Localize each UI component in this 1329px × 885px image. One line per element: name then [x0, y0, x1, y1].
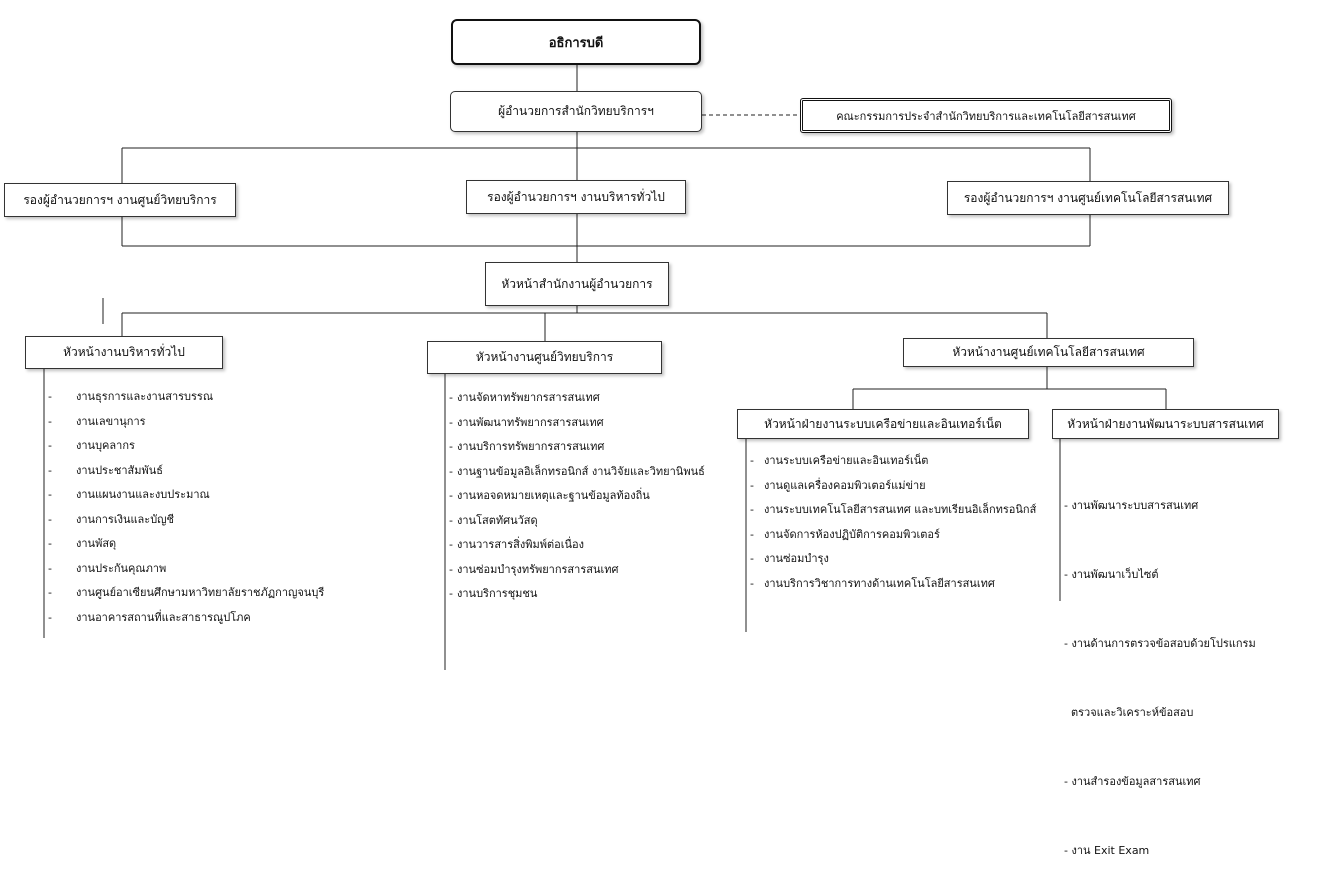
head-network-box: หัวหน้าฝ่ายงานระบบเครือข่ายและอินเทอร์เน…: [737, 409, 1029, 439]
head-infosys-label: หัวหน้าฝ่ายงานพัฒนาระบบสารสนเทศ: [1067, 416, 1264, 431]
list-item: -งานวารสารสิ่งพิมพ์ต่อเนื่อง: [449, 538, 584, 551]
list-item: -งานประกันคุณภาพ: [48, 561, 167, 575]
head-it-label: หัวหน้างานศูนย์เทคโนโลยีสารสนเทศ: [952, 345, 1145, 359]
president-box: อธิการบดี: [451, 19, 701, 65]
list-item: -งานโสตทัศนวัสดุ: [449, 513, 538, 527]
network-task-list: -งานระบบเครือข่ายและอินเทอร์เน็ต -งานดูแ…: [750, 449, 1036, 596]
list-item: - งานพัฒนาเว็บไซต์: [1064, 568, 1159, 581]
infosys-task-list: - งานพัฒนาระบบสารสนเทศ - งานพัฒนาเว็บไซต…: [1064, 448, 1256, 885]
president-label: อธิการบดี: [548, 35, 604, 51]
list-item: -งานดูแลเครื่องคอมพิวเตอร์แม่ข่าย: [750, 478, 926, 492]
deputy-library-box: รองผู้อำนวยการฯ งานศูนย์วิทยบริการ: [4, 183, 236, 217]
deputy-admin-box: รองผู้อำนวยการฯ งานบริหารทั่วไป: [466, 180, 686, 214]
list-item: -งานบริการวิชาการทางด้านเทคโนโลยีสารสนเท…: [750, 576, 995, 590]
list-item: -งานหอจดหมายเหตุและฐานข้อมูลท้องถิ่น: [449, 489, 650, 502]
head-admin-label: หัวหน้างานบริหารทั่วไป: [63, 345, 185, 359]
list-item: -งานระบบเทคโนโลยีสารสนเทศ และบทเรียนอิเล…: [750, 503, 1037, 516]
deputy-admin-label: รองผู้อำนวยการฯ งานบริหารทั่วไป: [487, 189, 665, 204]
list-item: -งานฐานข้อมูลอิเล็กทรอนิกส์ งานวิจัยและว…: [449, 464, 705, 478]
list-item: - งานสำรองข้อมูลสารสนเทศ: [1064, 775, 1201, 788]
head-infosys-box: หัวหน้าฝ่ายงานพัฒนาระบบสารสนเทศ: [1052, 409, 1279, 439]
list-item: -งานศูนย์อาเซียนศึกษามหาวิทยาลัยราชภัฏกา…: [48, 586, 325, 599]
office-head-box: หัวหน้าสำนักงานผู้อำนวยการ: [485, 262, 669, 306]
list-item: -งานอาคารสถานที่และสาธารณูปโภค: [48, 610, 251, 624]
list-item: ตรวจและวิเคราะห์ข้อสอบ: [1064, 706, 1194, 719]
deputy-it-box: รองผู้อำนวยการฯ งานศูนย์เทคโนโลยีสารสนเท…: [947, 181, 1229, 215]
list-item: -งานบริการทรัพยากรสารสนเทศ: [449, 440, 605, 453]
list-item: -งานพัสดุ: [48, 537, 117, 550]
list-item: - งานด้านการตรวจข้อสอบด้วยโปรแกรม: [1064, 637, 1256, 650]
list-item: -งานระบบเครือข่ายและอินเทอร์เน็ต: [750, 454, 929, 467]
list-item: -งานซ่อมบำรุง: [750, 552, 829, 565]
head-network-label: หัวหน้าฝ่ายงานระบบเครือข่ายและอินเทอร์เน…: [764, 416, 1002, 431]
committee-label: คณะกรรมการประจำสำนักวิทยบริการและเทคโนโล…: [836, 109, 1136, 123]
list-item: - งาน Exit Exam: [1064, 844, 1150, 857]
director-box: ผู้อำนวยการสำนักวิทยบริการฯ: [450, 91, 702, 132]
library-task-list: -งานจัดหาทรัพยากรสารสนเทศ -งานพัฒนาทรัพย…: [449, 386, 705, 607]
director-label: ผู้อำนวยการสำนักวิทยบริการฯ: [498, 104, 654, 118]
list-item: -งานจัดการห้องปฏิบัติการคอมพิวเตอร์: [750, 527, 940, 541]
list-item: -งานซ่อมบำรุงทรัพยากรสารสนเทศ: [449, 562, 619, 576]
head-it-box: หัวหน้างานศูนย์เทคโนโลยีสารสนเทศ: [903, 338, 1194, 367]
list-item: -งานประชาสัมพันธ์: [48, 463, 163, 477]
list-item: -งานเลขานุการ: [48, 414, 146, 428]
committee-box: คณะกรรมการประจำสำนักวิทยบริการและเทคโนโล…: [800, 98, 1172, 133]
office-head-label: หัวหน้าสำนักงานผู้อำนวยการ: [501, 276, 653, 291]
list-item: -งานบริการชุมชน: [449, 587, 538, 600]
head-library-label: หัวหน้างานศูนย์วิทยบริการ: [475, 350, 614, 364]
list-item: -งานบุคลากร: [48, 439, 135, 452]
deputy-it-label: รองผู้อำนวยการฯ งานศูนย์เทคโนโลยีสารสนเท…: [963, 190, 1213, 205]
list-item: -งานจัดหาทรัพยากรสารสนเทศ: [449, 391, 600, 404]
deputy-library-label: รองผู้อำนวยการฯ งานศูนย์วิทยบริการ: [23, 192, 217, 207]
admin-task-list: -งานธุรการและงานสารบรรณ -งานเลขานุการ -ง…: [48, 385, 324, 630]
head-admin-box: หัวหน้างานบริหารทั่วไป: [25, 336, 223, 369]
list-item: -งานแผนงานและงบประมาณ: [48, 488, 210, 501]
list-item: -งานพัฒนาทรัพยากรสารสนเทศ: [449, 415, 604, 429]
list-item: -งานธุรการและงานสารบรรณ: [48, 390, 214, 403]
head-library-box: หัวหน้างานศูนย์วิทยบริการ: [427, 341, 662, 374]
list-item: - งานพัฒนาระบบสารสนเทศ: [1064, 499, 1199, 512]
list-item: -งานการเงินและบัญชี: [48, 512, 175, 526]
